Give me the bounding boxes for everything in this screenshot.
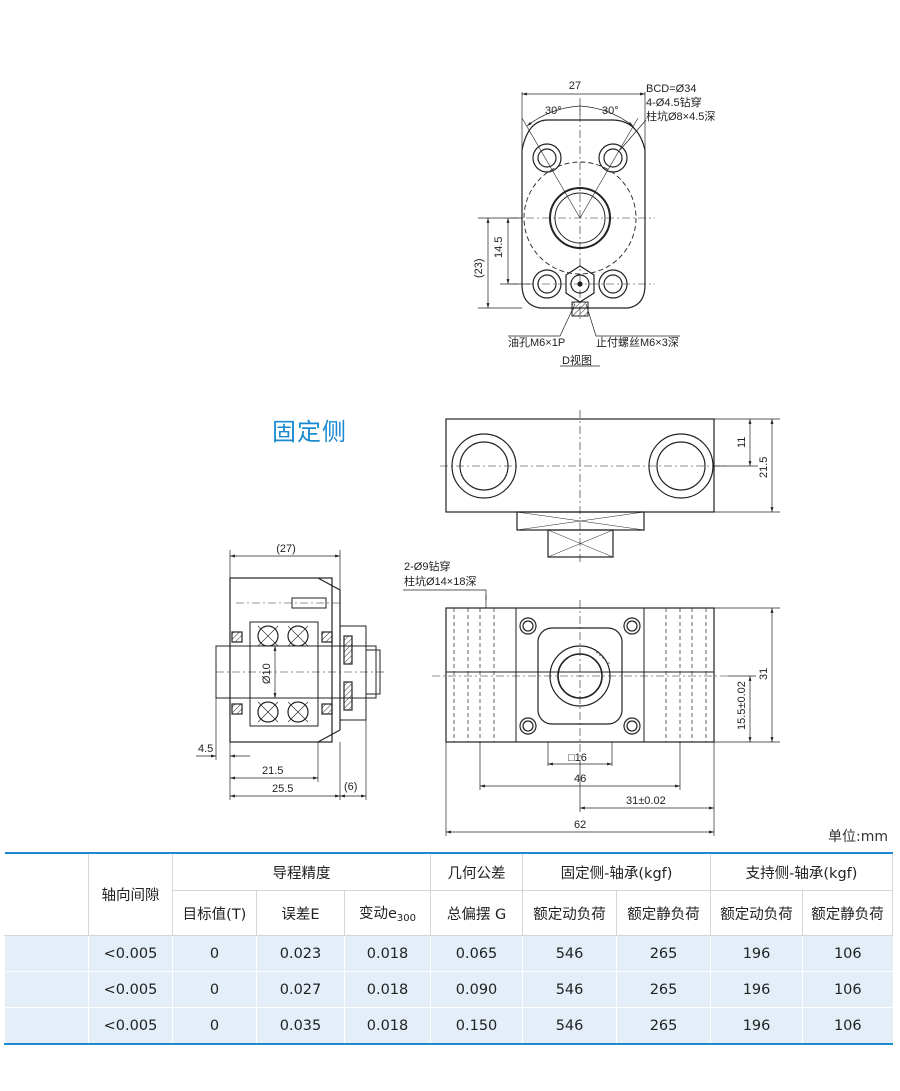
dim-21-5: 21.5 [758, 457, 770, 478]
cell-fixed-static: 265 [616, 935, 711, 972]
header-lead: 导程精度 [171, 852, 432, 891]
table-row: <0.005 0 0.027 0.018 0.090 546 265 196 1… [4, 971, 893, 1008]
cbore-note: 柱坑Ø8×4.5深 [646, 109, 715, 123]
cell-error: 0.035 [256, 1007, 345, 1045]
header-runout: 总偏摆 G [430, 890, 524, 936]
cell-runout: 0.090 [430, 971, 523, 1008]
cell-runout: 0.065 [430, 935, 523, 972]
dim-4-5: 4.5 [198, 743, 213, 755]
dim-15-5: 15.5±0.02 [736, 681, 748, 730]
cell-axial: <0.005 [88, 935, 173, 972]
cell-support-static: 106 [802, 935, 893, 972]
cell-support-static: 106 [802, 1007, 893, 1045]
section-view-labels: (27) Ø10 4.5 21.5 25.5 (6) [198, 543, 357, 795]
header-fixed-dyn: 额定动负荷 [522, 890, 618, 936]
cell-axial: <0.005 [88, 1007, 173, 1045]
top-view [478, 92, 680, 367]
spec-table: 轴向间隙 导程精度 几何公差 固定侧-轴承(kgf) 支持侧-轴承(kgf) 目… [4, 852, 894, 1045]
cell-axial: <0.005 [88, 971, 173, 1008]
table-header-row-2: 目标值(T) 误差E 变动e300 总偏摆 G 额定动负荷 额定静负荷 额定动负… [5, 890, 894, 936]
angle-right: 30° [602, 105, 619, 117]
header-variation-sub: 300 [396, 913, 417, 924]
dim-62: 62 [574, 819, 586, 831]
cell-variation: 0.018 [343, 1007, 431, 1045]
right-top-labels: 11 21.5 [736, 437, 770, 478]
table-row: <0.005 0 0.023 0.018 0.065 546 265 196 1… [4, 935, 893, 972]
dim-21-5-section: 21.5 [262, 765, 283, 777]
cell-error: 0.023 [256, 935, 345, 972]
cell-support-dyn: 196 [710, 935, 803, 972]
front-view-labels: 2-Ø9钻穿 柱坑Ø14×18深 □16 46 31±0.02 62 31 15… [404, 559, 770, 831]
cell-fixed-static: 265 [616, 1007, 711, 1045]
header-error: 误差E [256, 890, 345, 936]
cell-fixed-dyn: 546 [522, 1007, 617, 1045]
cell-fixed-static: 265 [616, 971, 711, 1008]
table-header-row-1: 轴向间隙 导程精度 几何公差 固定侧-轴承(kgf) 支持侧-轴承(kgf) [4, 852, 894, 936]
header-support-dyn: 额定动负荷 [710, 890, 804, 936]
cell-target: 0 [172, 935, 257, 972]
top-view-labels: 27 30° 30° BCD=Ø34 4-Ø4.5钻穿 柱坑Ø8×4.5深 14… [473, 80, 715, 367]
cell-support-dyn: 196 [710, 1007, 803, 1045]
hole-note: 4-Ø4.5钻穿 [646, 95, 702, 109]
angle-left: 30° [545, 105, 562, 117]
cell-support-static: 106 [802, 971, 893, 1008]
bcd-note: BCD=Ø34 [646, 83, 696, 95]
header-fixed: 固定侧-轴承(kgf) [522, 852, 712, 891]
dim-27: 27 [569, 80, 581, 92]
header-axial: 轴向间隙 [88, 852, 173, 936]
section-view [196, 550, 385, 800]
view-label: D视图 [562, 353, 592, 367]
cell-variation: 0.018 [343, 971, 431, 1008]
header-variation: 变动e300 [343, 890, 432, 936]
table-row: <0.005 0 0.035 0.018 0.150 546 265 196 1… [4, 1007, 893, 1045]
dim-31-tol: 31±0.02 [626, 795, 666, 807]
section-title: 固定侧 [272, 418, 347, 446]
header-support-static: 额定静负荷 [802, 890, 894, 936]
unit-label: 单位:mm [828, 829, 888, 845]
cell-fixed-dyn: 546 [522, 971, 617, 1008]
cell-variation: 0.018 [343, 935, 431, 972]
header-support: 支持侧-轴承(kgf) [710, 852, 894, 891]
cell-support-dyn: 196 [710, 971, 803, 1008]
dim-6: (6) [344, 781, 357, 793]
dim-sq16: □16 [568, 752, 587, 764]
dim-25-5: 25.5 [272, 783, 293, 795]
front-cbore-note: 柱坑Ø14×18深 [404, 574, 476, 588]
dim-d10: Ø10 [261, 663, 273, 684]
dim-23: (23) [473, 258, 485, 278]
dim-27-paren: (27) [276, 543, 296, 555]
right-top-view [440, 410, 780, 565]
header-target: 目标值(T) [172, 890, 257, 936]
header-fixed-static: 额定静负荷 [616, 890, 712, 936]
cell-target: 0 [172, 1007, 257, 1045]
dim-46: 46 [574, 773, 586, 785]
cell-runout: 0.150 [430, 1007, 523, 1045]
cell-error: 0.027 [256, 971, 345, 1008]
front-view [403, 589, 780, 836]
dim-11: 11 [736, 437, 748, 448]
technical-drawing: 27 30° 30° BCD=Ø34 4-Ø4.5钻穿 柱坑Ø8×4.5深 14… [196, 80, 780, 836]
dim-31: 31 [758, 668, 770, 680]
set-screw-note: 止付螺丝M6×3深 [596, 336, 679, 349]
header-geom: 几何公差 [430, 852, 524, 891]
cell-fixed-dyn: 546 [522, 935, 617, 972]
cell-target: 0 [172, 971, 257, 1008]
dim-14-5: 14.5 [493, 237, 505, 258]
oil-hole-note: 油孔M6×1P [508, 335, 565, 349]
front-hole-note: 2-Ø9钻穿 [404, 559, 450, 573]
